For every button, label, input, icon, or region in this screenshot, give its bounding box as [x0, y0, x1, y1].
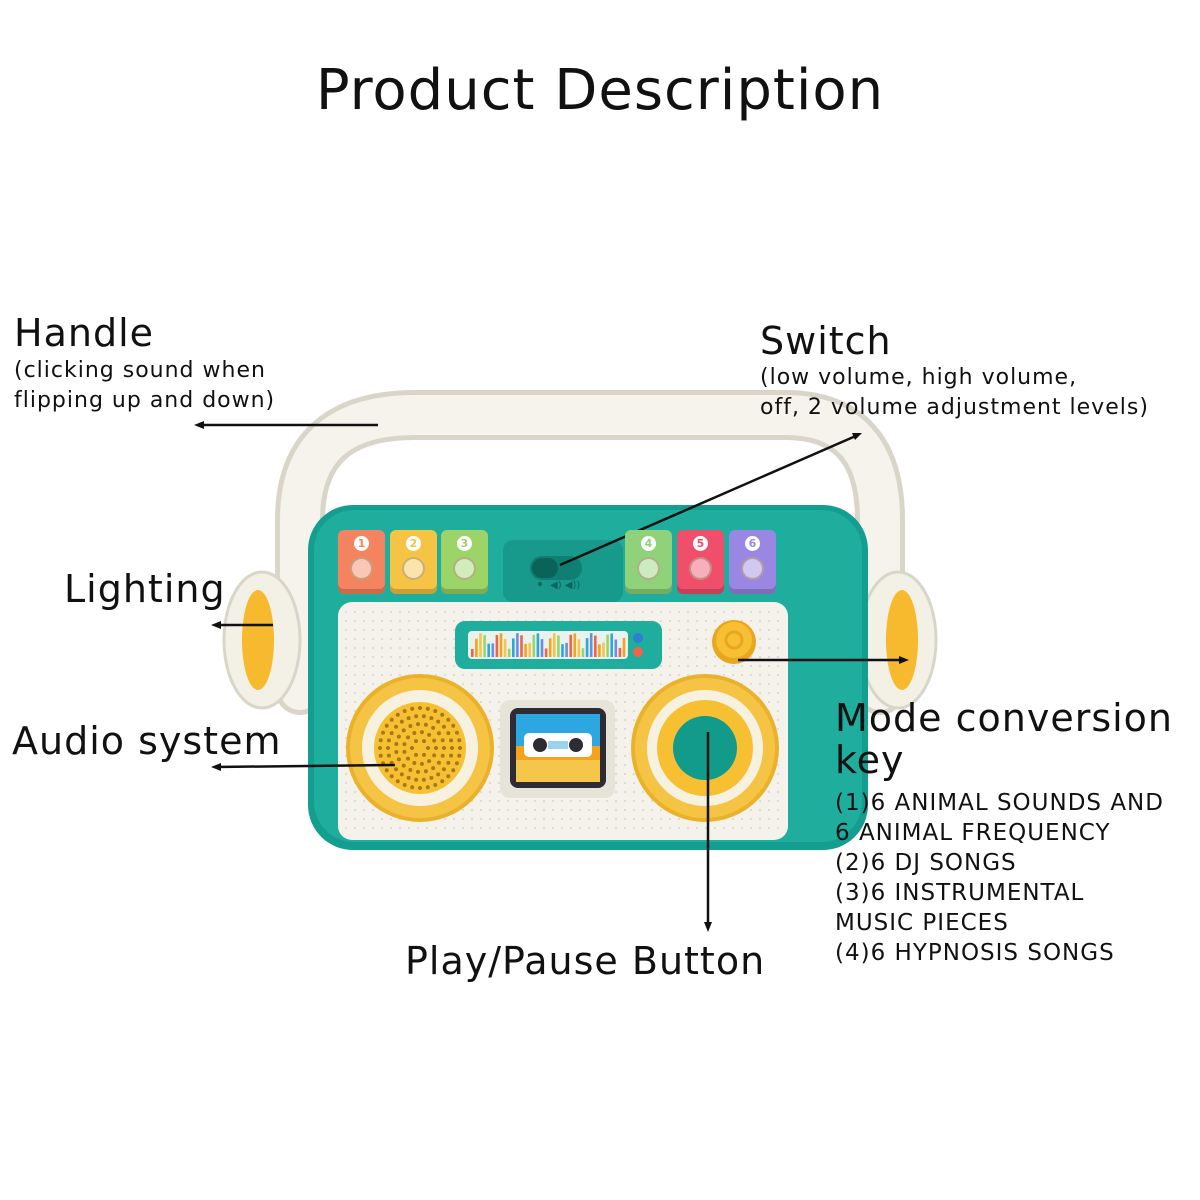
mode-conversion-label: Mode conversion key: [835, 697, 1173, 781]
number-key-1[interactable]: 1: [338, 530, 385, 594]
switch-detail-line: (low volume, high volume,: [760, 365, 1078, 390]
number-key-2[interactable]: 2: [390, 530, 437, 594]
mode-list-item: (4)6 HYPNOSIS SONGS: [835, 940, 1115, 966]
number-key-4[interactable]: 4: [625, 530, 672, 594]
switch-detail: (low volume, high volume, off, 2 volume …: [760, 363, 1149, 423]
volume-switch[interactable]: ◀) ◀)): [503, 540, 623, 602]
mode-list-item: (2)6 DJ SONGS: [835, 850, 1017, 876]
handle[interactable]: [275, 390, 905, 715]
mode-conversion-key[interactable]: [712, 620, 756, 664]
handle-detail-line: flipping up and down): [14, 388, 276, 413]
mode-list: (1)6 ANIMAL SOUNDS AND 6 ANIMAL FREQUENC…: [835, 788, 1164, 968]
animal-icon: [402, 557, 425, 580]
key-number: 5: [693, 536, 708, 551]
light-bar: [455, 621, 662, 669]
switch-label: Switch: [760, 319, 892, 363]
page-title: Product Description: [315, 58, 885, 123]
mode-list-item: (1)6 ANIMAL SOUNDS AND: [835, 790, 1164, 816]
key-number: 2: [406, 536, 421, 551]
number-key-5[interactable]: 5: [677, 530, 724, 594]
mode-list-item: 6 ANIMAL FREQUENCY: [835, 820, 1111, 846]
animal-icon: [637, 557, 660, 580]
handle-detail: (clicking sound when flipping up and dow…: [14, 356, 275, 416]
handle-detail-line: (clicking sound when: [14, 358, 266, 383]
number-key-6[interactable]: 6: [729, 530, 776, 594]
animal-icon: [453, 557, 476, 580]
lighting-label: Lighting: [64, 567, 226, 611]
play-pause-label: Play/Pause Button: [405, 939, 766, 983]
mode-label-line: key: [835, 738, 905, 782]
key-number: 3: [457, 536, 472, 551]
mode-label-line: Mode conversion: [835, 696, 1174, 740]
audio-system-speaker: [346, 674, 494, 822]
animal-icon: [350, 557, 373, 580]
switch-detail-line: off, 2 volume adjustment levels): [760, 395, 1149, 420]
handle-label: Handle: [14, 311, 155, 355]
key-number: 6: [745, 536, 760, 551]
annotation-lines: [198, 423, 905, 928]
key-number: 1: [354, 536, 369, 551]
number-key-3[interactable]: 3: [441, 530, 488, 594]
audio-system-label: Audio system: [12, 719, 282, 763]
play-pause-button[interactable]: [631, 674, 779, 822]
lighting: [222, 570, 938, 710]
speaker-grille-icon: [378, 706, 462, 790]
svg-text:◀) ◀)): ◀) ◀)): [550, 580, 580, 591]
mode-list-item: (3)6 INSTRUMENTAL: [835, 880, 1085, 906]
animal-icon: [741, 557, 764, 580]
key-number: 4: [641, 536, 656, 551]
animal-icon: [689, 557, 712, 580]
annotation-arrowheads: [194, 421, 909, 932]
cassette-icon: [500, 700, 615, 798]
mode-list-item: MUSIC PIECES: [835, 910, 1009, 936]
